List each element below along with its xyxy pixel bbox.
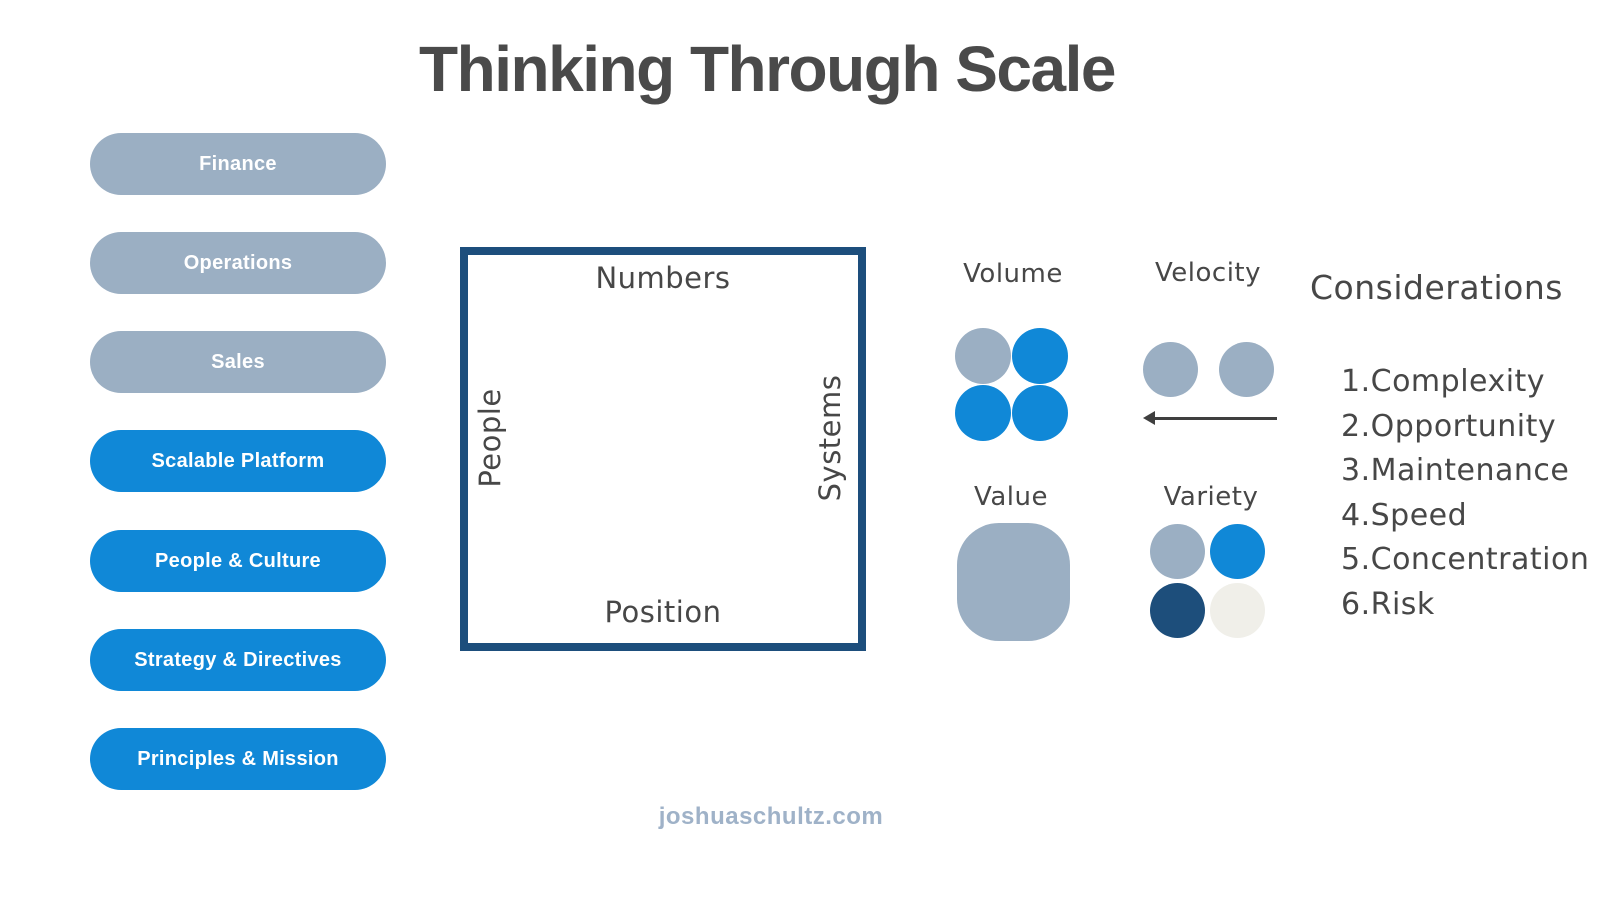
consideration-item: 1.Complexity [1341,364,1546,399]
scale-matrix-square: Numbers People Systems Position [460,247,866,651]
value-blob [957,523,1070,641]
velocity-dot-row [1143,342,1274,397]
volume-dot [955,328,1011,384]
value-label: Value [974,482,1048,512]
considerations-list: 1.Complexity 2.Opportunity 3.Maintenance… [1341,360,1589,627]
consideration-item: 3.Maintenance [1341,453,1570,488]
pill-sales: Sales [90,331,386,393]
left-arrow-icon [1143,411,1277,425]
volume-dot [955,385,1011,441]
velocity-dot [1219,342,1274,397]
matrix-label-numbers: Numbers [595,261,731,295]
consideration-item: 6.Risk [1341,586,1435,622]
page-title: Thinking Through Scale [419,33,1116,105]
considerations-title: Considerations [1310,268,1563,307]
arrow-head [1143,411,1155,425]
consideration-item: 5.Concentration [1341,542,1590,577]
consideration-item: 2.Opportunity [1341,408,1557,444]
variety-dot [1150,524,1205,579]
velocity-label: Velocity [1155,258,1261,288]
variety-label: Variety [1163,482,1259,512]
variety-dot-grid [1150,524,1265,638]
pill-people-culture: People & Culture [90,530,386,592]
consideration-item: 4.Speed [1341,497,1468,533]
arrow-line [1151,417,1277,420]
pill-scalable-platform: Scalable Platform [90,430,386,492]
matrix-label-people: People [473,388,507,488]
volume-label: Volume [963,259,1063,289]
pill-strategy-directives: Strategy & Directives [90,629,386,691]
volume-dot [1012,385,1068,441]
matrix-label-position: Position [604,595,722,629]
volume-dot [1012,328,1068,384]
variety-dot [1210,583,1265,638]
matrix-label-systems: Systems [813,374,847,502]
footer-site-text: joshuaschultz.com [658,803,884,830]
velocity-dot [1143,342,1198,397]
variety-dot [1210,524,1265,579]
pill-operations: Operations [90,232,386,294]
pill-principles-mission: Principles & Mission [90,728,386,790]
volume-dot-grid [955,328,1068,441]
variety-dot [1150,583,1205,638]
pill-finance: Finance [90,133,386,195]
